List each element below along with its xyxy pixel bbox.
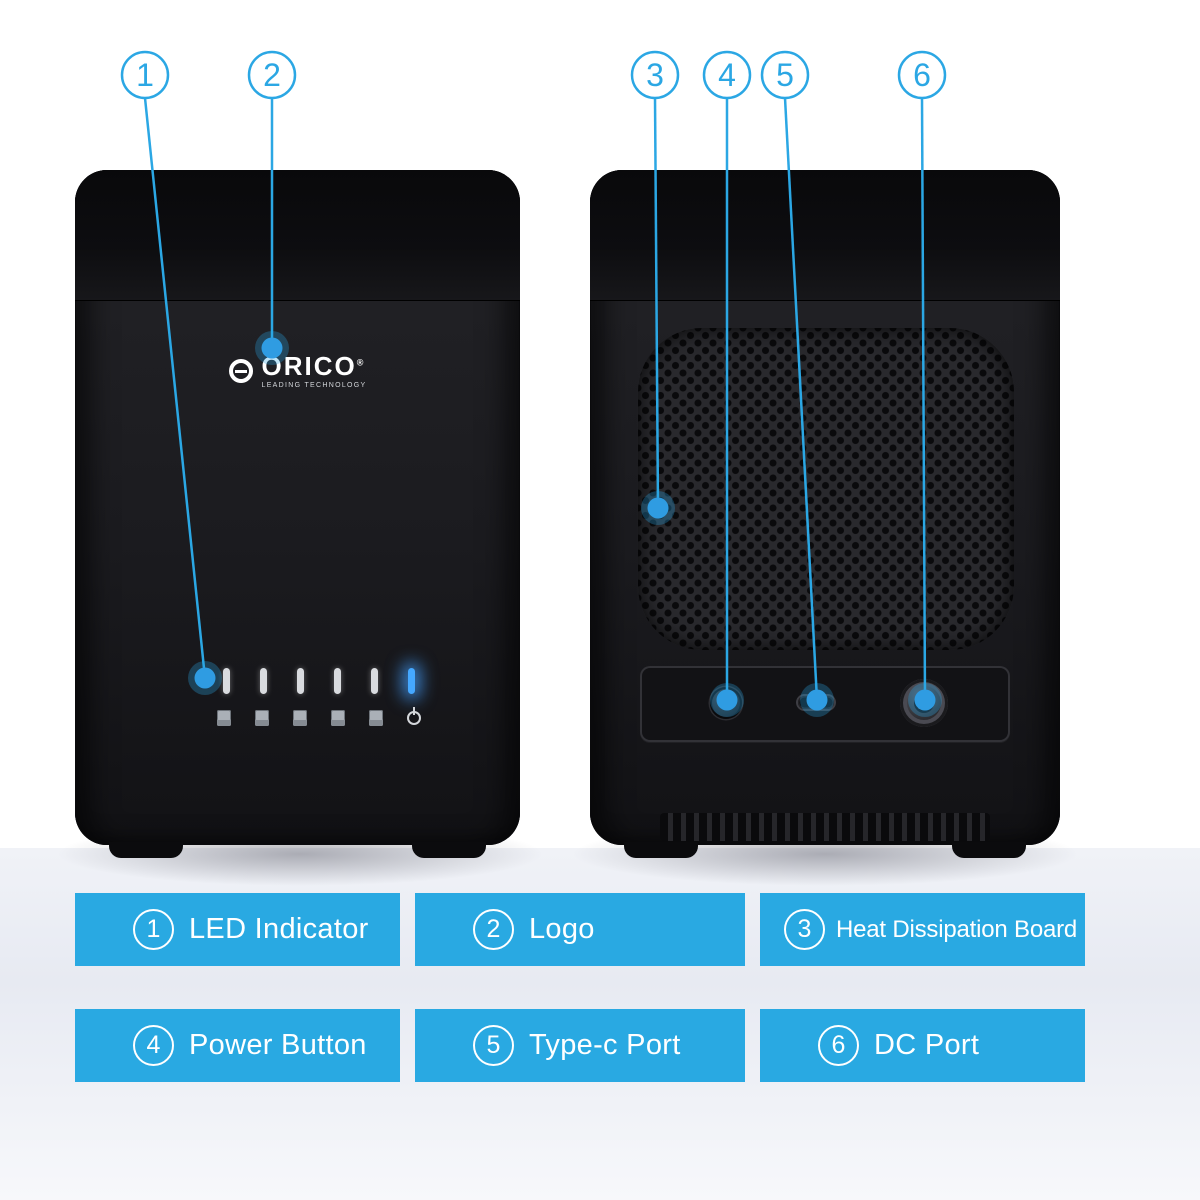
led-bar (334, 668, 341, 694)
led-bar (260, 668, 267, 694)
legend-badge: 2 (473, 909, 514, 950)
hdd-slot-icon (217, 710, 231, 726)
device-foot (952, 842, 1026, 858)
brand-name: ORICO (261, 351, 357, 381)
callout-1-number: 1 (136, 57, 154, 93)
enclosure-back-view (590, 170, 1060, 858)
callout-1-circle (120, 50, 170, 100)
legend-item-logo: 2 Logo (415, 893, 745, 966)
callout-5-number: 5 (776, 57, 794, 93)
front-top-cap (75, 170, 520, 301)
enclosure-front-view: ORICO® LEADING TECHNOLOGY (75, 170, 520, 858)
callout-6-circle (897, 50, 947, 100)
registered-mark: ® (356, 357, 364, 368)
back-top-cap (590, 170, 1060, 301)
power-led-bar (408, 668, 415, 694)
hdd-slot-icon (331, 710, 345, 726)
device-foot (412, 842, 486, 858)
drive-slot-icon-row (217, 707, 421, 726)
brand-name-line: ORICO® (262, 353, 367, 379)
legend-item-led-indicator: 1 LED Indicator (75, 893, 400, 966)
led-bar (223, 668, 230, 694)
legend-item-dc-port: 6 DC Port (760, 1009, 1085, 1082)
legend-badge: 6 (818, 1025, 859, 1066)
led-bar (297, 668, 304, 694)
legend-badge: 4 (133, 1025, 174, 1066)
legend-badge: 1 (133, 909, 174, 950)
legend-label: DC Port (874, 1029, 980, 1061)
legend-label: Heat Dissipation Board (836, 915, 1078, 943)
legend-item-power-button: 4 Power Button (75, 1009, 400, 1082)
hdd-slot-icon (293, 710, 307, 726)
heat-dissipation-board (638, 328, 1014, 650)
callout-6-number: 6 (913, 57, 931, 93)
bottom-vent-ridges (660, 813, 990, 841)
brand-tagline: LEADING TECHNOLOGY (261, 382, 367, 389)
legend-label: Logo (529, 913, 595, 945)
orico-logo: ORICO® LEADING TECHNOLOGY (228, 353, 367, 389)
dc-port (900, 679, 948, 727)
legend-label: LED Indicator (189, 913, 369, 945)
hdd-slot-icon (255, 710, 269, 726)
callout-4-circle (702, 50, 752, 100)
legend-item-type-c-port: 5 Type-c Port (415, 1009, 745, 1082)
device-foot (624, 842, 698, 858)
callout-5-circle (760, 50, 810, 100)
hdd-slot-icon (369, 710, 383, 726)
callout-3-circle (630, 50, 680, 100)
orico-logo-icon (228, 359, 253, 383)
dc-port-pins (914, 693, 934, 713)
power-symbol-icon (407, 707, 421, 725)
device-foot (109, 842, 183, 858)
legend-label: Power Button (189, 1029, 367, 1061)
orico-logo-text: ORICO® LEADING TECHNOLOGY (262, 353, 367, 389)
type-c-port (798, 696, 834, 709)
callout-2-circle (247, 50, 297, 100)
led-indicator-row (223, 668, 415, 694)
rear-ports-panel (640, 666, 1010, 742)
callout-4-number: 4 (718, 57, 736, 93)
legend-badge: 3 (784, 909, 825, 950)
legend-badge: 5 (473, 1025, 514, 1066)
legend-item-heat-dissipation-board: 3 Heat Dissipation Board (760, 893, 1085, 966)
led-bar (371, 668, 378, 694)
legend-label: Type-c Port (529, 1029, 681, 1061)
callout-2-number: 2 (263, 57, 281, 93)
power-button (710, 687, 742, 719)
callout-3-number: 3 (646, 57, 664, 93)
